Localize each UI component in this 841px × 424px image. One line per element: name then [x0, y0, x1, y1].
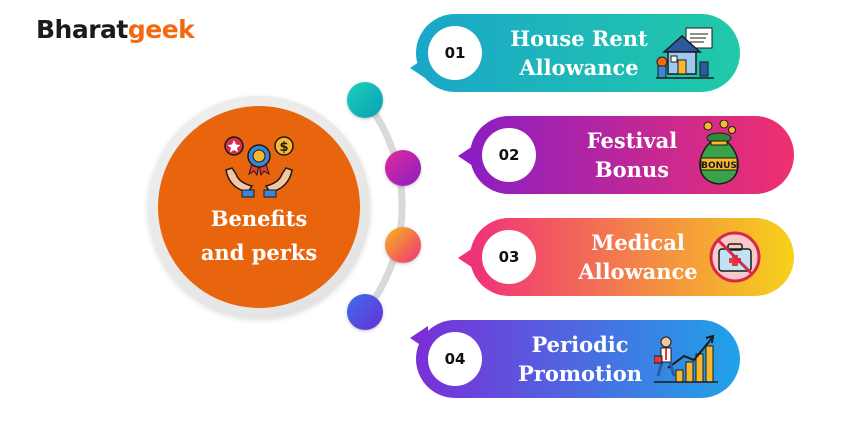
- hands-award-icon: $: [224, 136, 294, 198]
- house-icon: [656, 27, 714, 79]
- benefit-item-03: 03 Medical Allowance: [470, 218, 794, 296]
- benefit-item-01: 01 House Rent Allowance: [416, 14, 740, 92]
- benefit-item-02: 02 Festival Bonus BONUS: [470, 116, 794, 194]
- item-label: Medical Allowance: [578, 230, 698, 284]
- connector-dot-2: [385, 150, 421, 186]
- item-label: House Rent Allowance: [510, 26, 648, 80]
- item-label: Festival Bonus: [586, 128, 678, 182]
- center-circle: [158, 106, 360, 308]
- growth-chart-icon: [654, 334, 718, 383]
- brand-logo: Bharatgeek: [36, 15, 195, 44]
- item-number-badge: 02: [482, 128, 536, 182]
- medical-kit-icon: [709, 231, 761, 283]
- svg-text:BONUS: BONUS: [701, 161, 737, 171]
- brand-name-part1: Bharat: [36, 15, 128, 44]
- item-number-badge: 04: [428, 332, 482, 386]
- item-number-badge: 01: [428, 26, 482, 80]
- connector-dot-4: [347, 294, 383, 330]
- svg-text:$: $: [279, 140, 288, 155]
- item-label: Periodic Promotion: [517, 332, 643, 386]
- connector-dot-3: [385, 227, 421, 263]
- brand-name-part2: geek: [127, 15, 195, 44]
- connector-dot-1: [347, 82, 383, 118]
- benefit-item-04: 04 Periodic Promotion: [416, 320, 740, 398]
- item-number-badge: 03: [482, 230, 536, 284]
- center-title: Benefits and perks: [200, 206, 318, 265]
- money-bag-icon: BONUS: [699, 120, 739, 185]
